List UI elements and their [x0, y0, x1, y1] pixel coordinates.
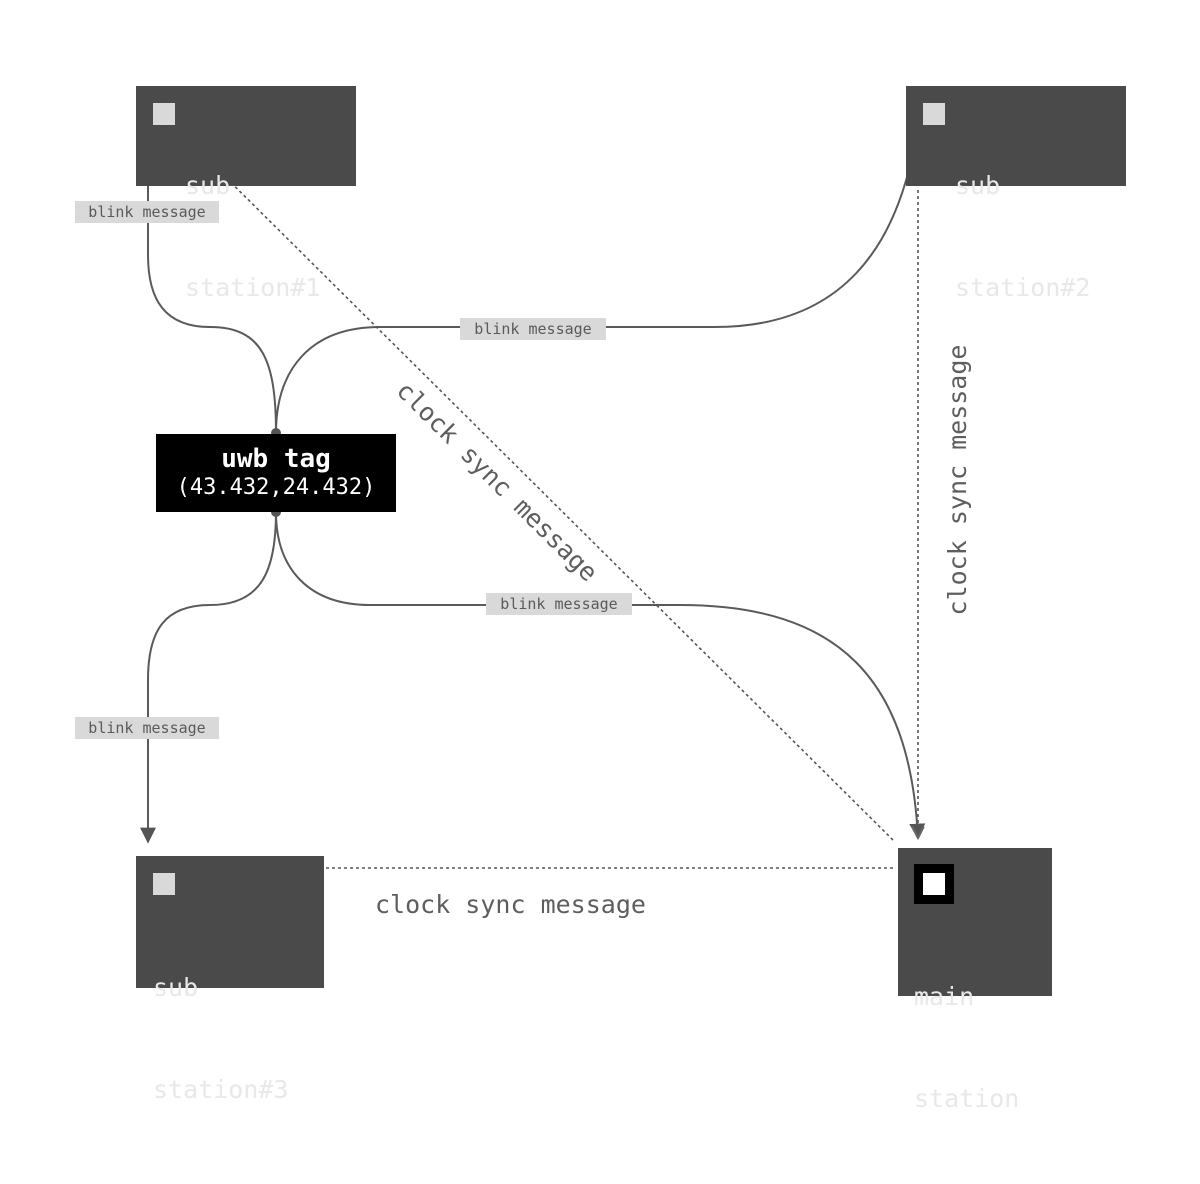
- node-sub-station-3-label: sub station#3: [153, 903, 288, 1175]
- node-sub-station-3: sub station#3: [136, 856, 324, 1104]
- blink-label-sub3-text: blink message: [88, 719, 205, 737]
- node-main-station-line1: main: [914, 982, 975, 1011]
- node-sub-station-3-line2: station#3: [153, 1075, 289, 1104]
- node-uwb-tag: uwb tag (43.432,24.432): [156, 434, 396, 512]
- station-marker-icon: [153, 103, 175, 125]
- uwb-tag-title: uwb tag: [221, 444, 331, 474]
- edge-blink-sub3: [140, 511, 277, 844]
- node-main-station-line2: station: [914, 1084, 1020, 1113]
- node-sub-station-2-line1: sub: [955, 171, 1001, 200]
- diagram-canvas: blink message blink message blink messag…: [75, 120, 972, 919]
- blink-label-sub3: blink message: [75, 717, 219, 739]
- node-sub-station-1-line2: station#1: [185, 273, 321, 302]
- node-main-station-label: main station: [914, 912, 1019, 1184]
- blink-label-sub2: blink message: [460, 318, 606, 340]
- node-sub-station-2-label: sub station#2: [955, 101, 1090, 373]
- node-sub-station-1-label: sub station#1: [185, 101, 320, 373]
- edge-blink-main: [275, 511, 926, 840]
- node-sub-station-3-line1: sub: [153, 973, 199, 1002]
- node-main-station: main station: [898, 848, 1052, 1113]
- node-sub-station-2-line2: station#2: [955, 273, 1091, 302]
- blink-label-main: blink message: [486, 593, 632, 615]
- blink-label-sub2-text: blink message: [474, 320, 591, 338]
- station-marker-icon: [923, 103, 945, 125]
- blink-label-sub1-text: blink message: [88, 203, 205, 221]
- edge-blink-sub1: [140, 120, 277, 434]
- station-marker-icon: [153, 873, 175, 895]
- node-sub-station-2: sub station#2: [906, 86, 1126, 302]
- blink-label-sub1: blink message: [75, 201, 219, 223]
- uwb-tag-coords: (43.432,24.432): [176, 475, 376, 500]
- node-sub-station-1-line1: sub: [185, 171, 231, 200]
- sync-label-diagonal: clock sync message: [391, 376, 604, 587]
- edge-sync-sub1: [174, 126, 894, 841]
- edge-blink-sub2: [275, 122, 924, 434]
- blink-label-main-text: blink message: [500, 595, 617, 613]
- sync-label-horizontal: clock sync message: [375, 890, 646, 919]
- main-station-marker-icon: [914, 864, 954, 904]
- sync-label-vertical: clock sync message: [943, 345, 972, 616]
- node-sub-station-1: sub station#1: [136, 86, 356, 302]
